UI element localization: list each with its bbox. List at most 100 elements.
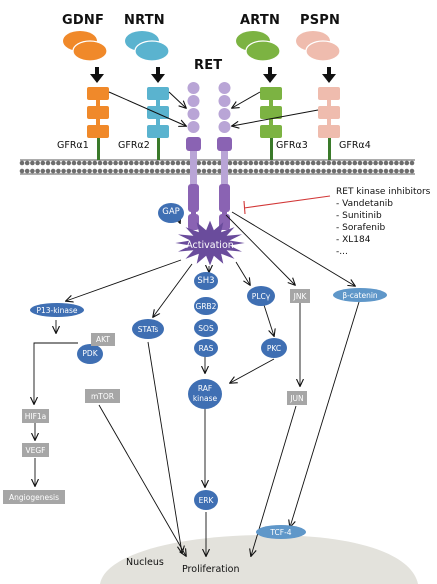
membrane-lipid-dot: [399, 168, 404, 174]
membrane-lipid-dot: [357, 160, 363, 166]
membrane-lipid-dot: [274, 168, 280, 174]
membrane-lipid-dot: [347, 168, 352, 174]
membrane-lipid-dot: [102, 160, 108, 166]
membrane-lipid-dot: [253, 160, 259, 166]
membrane-lipid-dot: [92, 168, 98, 174]
membrane-lipid-dot: [326, 168, 332, 174]
membrane-lipid-dot: [35, 168, 40, 174]
cell-membrane: [19, 159, 415, 175]
membrane-lipid-dot: [50, 160, 56, 166]
membrane-lipid-dot: [175, 160, 181, 166]
erk-label: ERK: [198, 496, 214, 505]
membrane-lipid-dot: [269, 160, 274, 166]
jun-label: JUN: [290, 394, 304, 403]
ret-domain-bead: [187, 121, 200, 133]
pspn-label: PSPN: [300, 13, 341, 28]
beta-catenin-node: [333, 288, 387, 302]
membrane-lipid-dot: [352, 168, 358, 174]
membrane-lipid-dot: [19, 160, 25, 166]
vegf-label: VEGF: [25, 446, 46, 455]
membrane-lipid-dot: [170, 168, 176, 174]
membrane-lipid-dot: [258, 168, 264, 174]
raf-label-line1: RAF: [197, 384, 213, 393]
membrane-lipid-dot: [284, 160, 290, 166]
membrane-lipid-dot: [149, 160, 155, 166]
membrane-lipid-dot: [232, 160, 238, 166]
membrane-lipid-dot: [118, 168, 124, 174]
angiogenesis-label: Angiogenesis: [9, 493, 59, 502]
membrane-lipid-dot: [123, 160, 129, 166]
signaling-nodes: [30, 203, 287, 510]
membrane-lipid-dot: [362, 160, 368, 166]
membrane-lipid-dot: [128, 168, 134, 174]
ret-domain-bead: [187, 108, 200, 120]
membrane-lipid-dot: [56, 160, 61, 166]
inhibitor-item: - XL184: [336, 235, 371, 245]
membrane-lipid-dot: [160, 160, 165, 166]
membrane-lipid-dot: [102, 168, 108, 174]
ligand-binding-arrows: [90, 67, 336, 83]
membrane-lipid-dot: [290, 160, 295, 166]
membrane-lipid-dot: [160, 168, 165, 174]
membrane-lipid-dot: [97, 168, 103, 174]
membrane-lipid-dot: [30, 160, 35, 166]
activation-label: Activation: [186, 240, 234, 251]
membrane-lipid-dot: [186, 160, 191, 166]
ret-domain-bead: [187, 95, 200, 107]
membrane-lipid-dot: [316, 160, 321, 166]
sh3-label: SH3: [197, 276, 215, 286]
membrane-lipid-dot: [165, 168, 170, 174]
nrtn-label: NRTN: [124, 13, 165, 28]
membrane-lipid-dot: [154, 168, 160, 174]
membrane-lipid-dot: [113, 168, 118, 174]
akt-label: AKT: [95, 335, 111, 344]
membrane-lipid-dot: [201, 168, 207, 174]
membrane-lipid-dot: [212, 160, 217, 166]
membrane-lipid-dot: [71, 160, 77, 166]
membrane-lipid-dot: [139, 168, 144, 174]
activation-burst: [175, 220, 245, 266]
membrane-lipid-dot: [24, 160, 30, 166]
membrane-lipid-dot: [383, 160, 389, 166]
membrane-lipid-dot: [331, 168, 337, 174]
mtor-label: mTOR: [90, 392, 114, 401]
membrane-lipid-dot: [310, 168, 316, 174]
artn-ligand: [236, 31, 281, 62]
membrane-lipid-dot: [134, 168, 139, 174]
beta-catenin-label: β-catenin: [342, 291, 378, 300]
membrane-lipid-dot: [243, 160, 248, 166]
jnk-label: JNK: [293, 292, 307, 301]
membrane-lipid-dot: [321, 168, 326, 174]
membrane-lipid-dot: [347, 160, 352, 166]
membrane-lipids: [19, 160, 415, 174]
gfra1-label: GFRα1: [57, 140, 89, 151]
ret-extracellular-domains: [187, 82, 231, 133]
membrane-lipid-dot: [123, 168, 129, 174]
inhibitor-item: - Sunitinib: [336, 211, 382, 221]
membrane-lipid-dot: [404, 168, 410, 174]
membrane-lipid-dot: [388, 160, 394, 166]
inhibitors-title: RET kinase inhibitors: [336, 187, 431, 197]
membrane-lipid-dot: [118, 160, 124, 166]
membrane-lipid-dot: [97, 160, 103, 166]
membrane-lipid-dot: [248, 160, 254, 166]
membrane-lipid-dot: [196, 160, 202, 166]
ligand-ret-arrows: [108, 91, 319, 126]
membrane-lipid-dot: [264, 160, 269, 166]
membrane-lipid-dot: [284, 168, 290, 174]
inhibitor-line: [243, 195, 331, 215]
membrane-lipid-dot: [227, 168, 233, 174]
membrane-lipid-dot: [66, 168, 72, 174]
nucleus-label: Nucleus: [126, 557, 164, 568]
gfra4-label: GFRα4: [339, 140, 371, 151]
plcy-label: PLCγ: [251, 292, 271, 301]
membrane-lipid-dot: [399, 160, 404, 166]
gap-label: GAP: [162, 207, 180, 217]
membrane-lipid-dot: [394, 160, 399, 166]
pi3k-to-hif1a-path: [34, 342, 78, 404]
membrane-lipid-dot: [212, 168, 217, 174]
membrane-lipid-dot: [368, 168, 373, 174]
membrane-lipid-dot: [87, 160, 92, 166]
